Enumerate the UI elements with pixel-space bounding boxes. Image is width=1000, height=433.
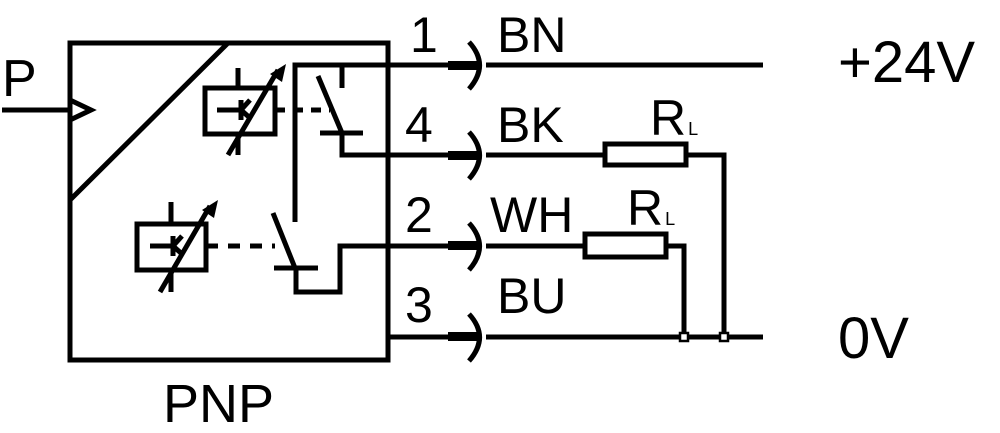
pin-number-1: 1 (410, 7, 438, 63)
connector-pins (448, 40, 482, 363)
threshold-relay-1-icon (202, 64, 286, 157)
load-resistor-2 (582, 231, 669, 260)
transducer-diagonal (68, 41, 230, 202)
load-2-return (666, 243, 687, 337)
supply-positive-label: +24V (838, 30, 975, 95)
wire-color-bu: BU (497, 268, 566, 324)
pin-number-4: 4 (405, 97, 433, 153)
internal-switch-wiring (270, 62, 450, 340)
load-resistor-1 (602, 141, 689, 168)
pressure-input-label: P (2, 50, 37, 108)
junction-dot-2 (718, 331, 730, 343)
wire-color-bk: BK (497, 97, 564, 153)
pin-number-3: 3 (405, 277, 433, 333)
device-type-label: PNP (163, 374, 274, 433)
pin-number-2: 2 (405, 187, 433, 243)
supply-ground-label: 0V (838, 306, 909, 371)
wire-color-bn: BN (497, 7, 566, 63)
junction-dot-1 (678, 331, 690, 343)
threshold-relay-2-icon (134, 200, 218, 294)
sensor-housing (67, 40, 391, 363)
input-triangle-icon (68, 97, 97, 123)
load-1-return (686, 152, 727, 337)
wire-color-wh: WH (490, 187, 573, 243)
